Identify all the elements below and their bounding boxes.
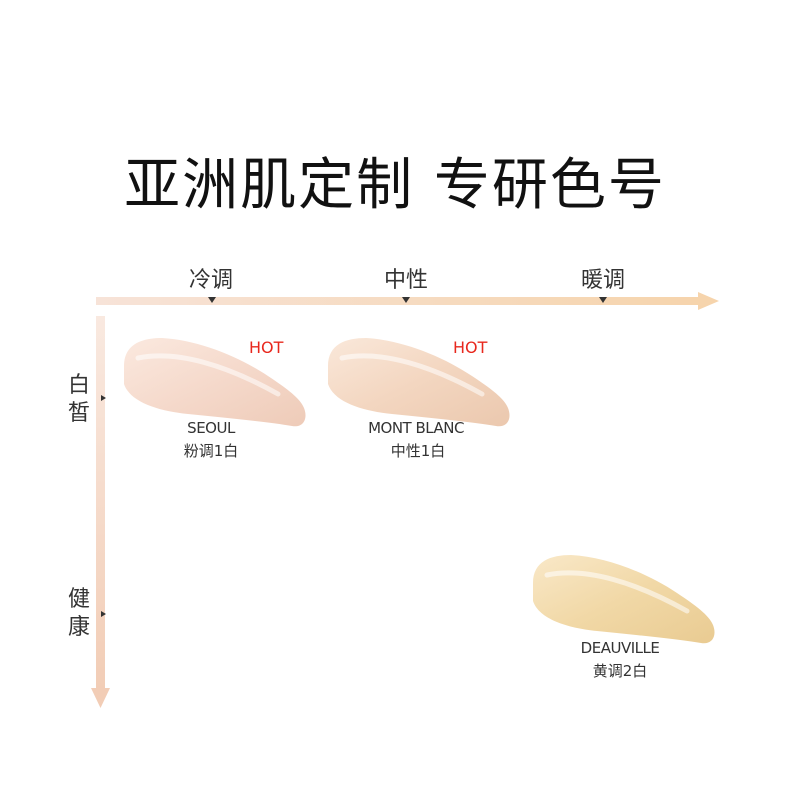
page-title: 亚洲肌定制 专研色号: [124, 153, 666, 218]
tone-marker-neutral: [402, 297, 410, 303]
depth-label-fair-text: 白皙: [67, 373, 90, 426]
depth-marker-fair: [101, 395, 106, 401]
swatch-deauville: [533, 555, 715, 644]
tone-label-cool: 冷调: [188, 268, 234, 293]
swatch-mont-blanc: [328, 338, 510, 427]
tone-marker-cool: [208, 297, 216, 303]
depth-marker-healthy: [101, 611, 106, 617]
tone-label-neutral: 中性: [383, 268, 429, 293]
depth-label-fair: 白皙: [66, 372, 92, 428]
depth-label-healthy-text: 健康: [67, 587, 90, 640]
depth-axis-arrow: [91, 316, 110, 708]
shade-desc-mont-blanc: 中性1白: [390, 442, 446, 460]
shade-name-mont-blanc: MONT BLANC: [368, 419, 464, 437]
tone-label-warm: 暖调: [580, 268, 626, 293]
tone-axis-arrow: [96, 292, 719, 310]
shade-name-deauville: DEAUVILLE: [580, 639, 660, 657]
tone-marker-warm: [599, 297, 607, 303]
shade-desc-deauville: 黄调2白: [592, 662, 648, 680]
depth-label-healthy: 健康: [66, 586, 92, 642]
swatch-mont-blanc-shape: [328, 338, 510, 427]
shade-name-seoul: SEOUL: [187, 419, 235, 437]
shade-desc-seoul: 粉调1白: [183, 442, 239, 460]
hot-badge-seoul: HOT: [249, 338, 284, 357]
swatch-seoul-shape: [124, 338, 306, 427]
hot-badge-mont-blanc: HOT: [453, 338, 488, 357]
swatch-deauville-shape: [533, 555, 715, 644]
swatch-seoul: [124, 338, 306, 427]
